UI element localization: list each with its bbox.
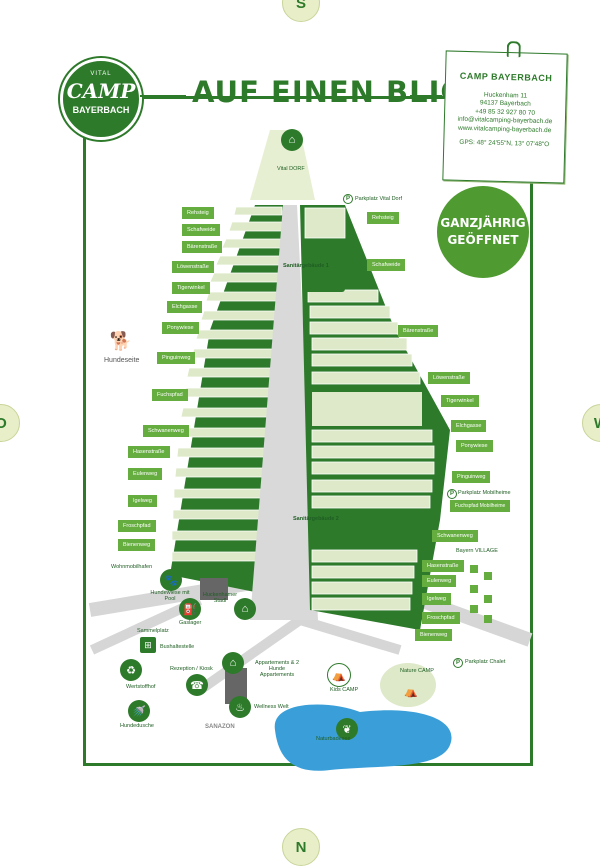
street-label-west: Schafweide	[182, 224, 221, 236]
street-label-east: Tigerwinkel	[441, 395, 479, 407]
wellness-icon: ♨	[229, 696, 251, 718]
street-label-west: Elchgasse	[167, 301, 203, 313]
logo-vital: VITAL	[90, 71, 112, 77]
street-label-west: Löwenstraße	[172, 261, 214, 273]
badge-line1: GANZJÄHRIG	[440, 216, 526, 230]
sanitary-building-1	[305, 270, 345, 292]
label-hundeseite: Hundeseite	[104, 357, 140, 364]
bayern-village-houses	[470, 565, 492, 623]
label-vital-dorf: Vital DORF	[277, 166, 305, 172]
label-wertstoffhof: Wertstoffhof	[126, 684, 156, 690]
label-huckenhamer: Huckenhamer Stadl	[202, 592, 238, 604]
street-label-east: Igelweg	[422, 593, 451, 605]
apartments-icon: ⌂	[222, 652, 244, 674]
street-label-east: Hasenstraße	[422, 560, 464, 572]
reception-icon: ☎	[186, 674, 208, 696]
street-label-east: Bärenstraße	[398, 325, 439, 337]
huckenhamer-stadl	[200, 578, 228, 600]
accommodation-icon: ⌂	[234, 598, 256, 620]
street-label-east: Eulenweg	[422, 575, 457, 587]
street-label-west: Bärenstraße	[182, 241, 223, 253]
sanazon-logo: SANAZON	[205, 724, 235, 730]
parking-icon: P	[453, 658, 463, 668]
dog-shower-icon: 🚿	[128, 700, 150, 722]
sanitary-building-2	[313, 525, 353, 547]
tent-icon: ⛺	[404, 685, 418, 698]
open-all-year-badge: GANZJÄHRIG GEÖFFNET	[437, 186, 529, 278]
label-parkplatz-chalet: Parkplatz Chalet	[465, 659, 506, 665]
parking-icon: P	[447, 489, 457, 499]
pitch-grid-west	[171, 206, 283, 562]
street-label-fuchspfad-mobilheime: Fuchspfad Mobilheime	[450, 500, 511, 512]
logo-camp: CAMP	[66, 79, 136, 103]
recycling-icon: ♻	[120, 659, 142, 681]
camp-bayerbach-logo: VITAL CAMP BAYERBACH	[60, 58, 142, 140]
street-label-west: Fuchspfad	[152, 389, 188, 401]
label-sanitaer-2: Sanitärgebäude 2	[293, 516, 339, 522]
central-avenue	[250, 205, 318, 620]
street-label-east: Pinguinweg	[452, 471, 491, 483]
open-meadow	[312, 392, 422, 426]
label-nature-camp: Nature CAMP	[400, 668, 434, 674]
reception-building	[225, 668, 247, 704]
street-label-west: Hasenstraße	[128, 446, 170, 458]
label-bushaltestelle: Bushaltestelle	[160, 644, 195, 650]
label-kids-camp: Kids CAMP	[330, 687, 359, 693]
label-hundedusche: Hundedusche	[120, 723, 154, 729]
street-label-west: Ponywiese	[162, 322, 199, 334]
playground-icon: ⌂	[281, 129, 303, 151]
street-label-west: Tigerwinkel	[172, 282, 210, 294]
title-rule-right	[410, 95, 442, 97]
label-sammelplatz: Sammelplatz	[137, 628, 169, 634]
label-parkplatz-mobil: Parkplatz Mobilheime	[458, 490, 511, 496]
label-bayern-village: Bayern VILLAGE	[456, 548, 498, 554]
street-label-east: Froschpfad	[422, 612, 460, 624]
label-appartements: Appartements & 2 Hunde Appartements	[254, 660, 300, 678]
nature-camp-area	[380, 663, 436, 707]
street-label-east: Ponywiese	[456, 440, 493, 452]
street-label-east: Schafweide	[367, 259, 406, 271]
logo-bayerbach: BAYERBACH	[72, 105, 130, 115]
label-rezeption: Rezeption / Kiosk	[170, 666, 213, 672]
label-hundewiese: Hundewiese mit Pool	[150, 590, 190, 602]
dog-pool-icon: 🐾	[160, 569, 182, 591]
parking-icon: P	[343, 194, 353, 204]
label-gaslager: Gaslager	[179, 620, 202, 626]
street-label-west: Eulenweg	[128, 468, 163, 480]
kids-camp-icon: ⛺	[327, 663, 351, 687]
lake	[274, 704, 452, 771]
gas-icon: ⛽	[179, 598, 201, 620]
street-label-west: Rehsteig	[182, 207, 214, 219]
street-label-west: Froschpfad	[118, 520, 156, 532]
street-label-east: Bienenweg	[415, 629, 453, 641]
pitch-grid-east	[304, 207, 435, 611]
street-label-west: Igelweg	[128, 495, 157, 507]
street-label-west: Schwanenweg	[143, 425, 189, 437]
street-label-east: Löwenstraße	[428, 372, 470, 384]
dog-icon: 🐕	[109, 330, 133, 352]
street-label-east: Rehsteig	[367, 212, 399, 224]
title-rule-left	[140, 95, 186, 97]
leaf-icon: ❦	[336, 718, 358, 740]
bus-stop-icon: ⊞	[140, 637, 156, 653]
label-wellness: Wellness Welt	[254, 704, 289, 710]
label-naturbadesee: Naturbadesee	[316, 736, 351, 742]
street-label-east: Schwanenweg	[432, 530, 478, 542]
label-wohnmobilhafen: Wohnmobilhafen	[111, 564, 153, 570]
badge-line2: GEÖFFNET	[447, 233, 519, 247]
page-title: AUF EINEN BLICK	[192, 75, 487, 109]
label-sanitaer-1: Sanitärgebäude 1	[283, 263, 329, 269]
street-label-west: Pinguinweg	[157, 352, 196, 364]
street-label-west: Bienenweg	[118, 539, 156, 551]
street-label-east: Elchgasse	[451, 420, 487, 432]
label-parkplatz-vital: Parkplatz Vital Dorf	[355, 196, 402, 202]
